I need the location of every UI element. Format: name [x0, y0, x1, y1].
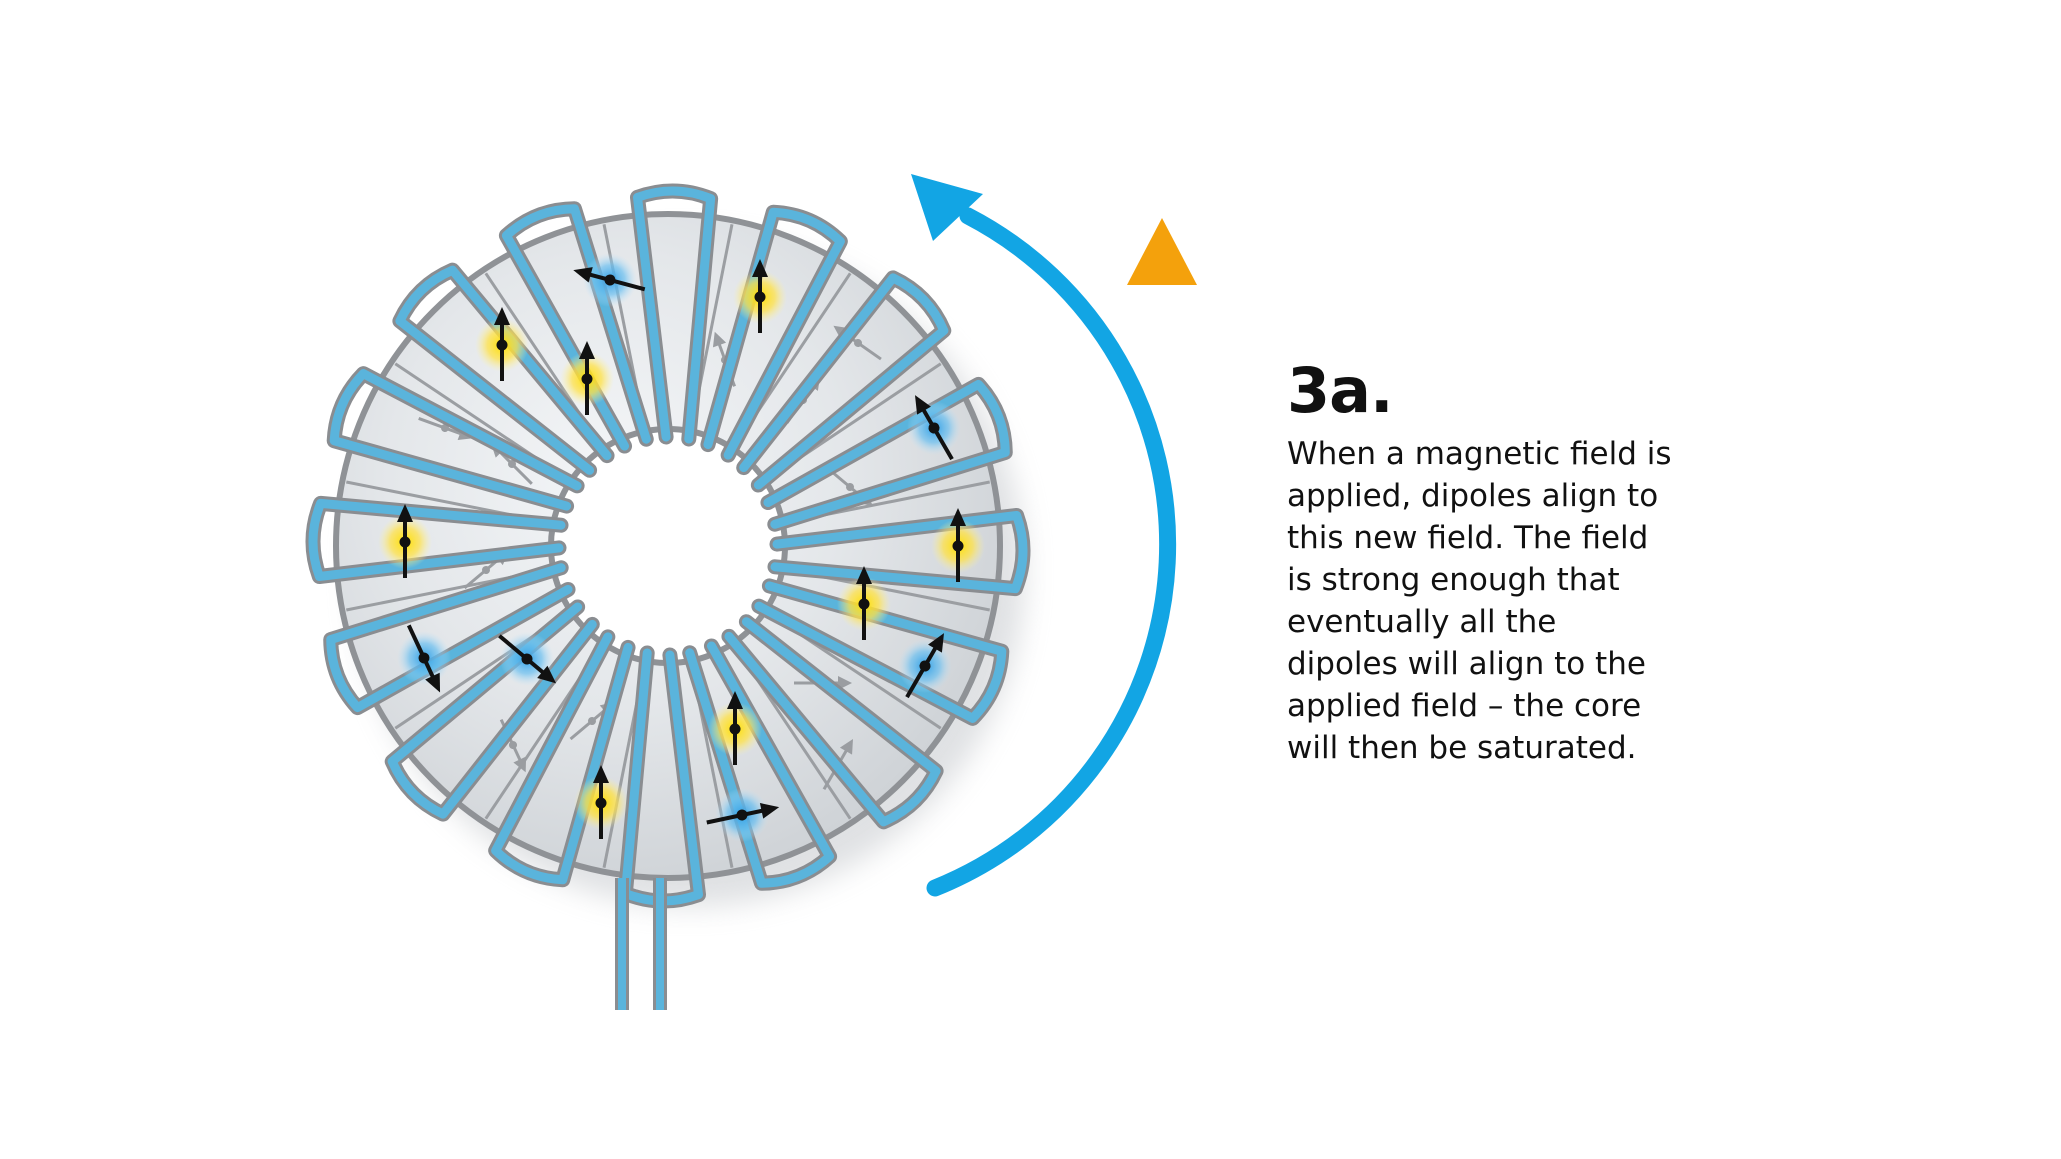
caption-line: this new field. The field [1287, 520, 1649, 556]
coil-turn [739, 273, 949, 490]
caption-line: applied, dipoles align to [1287, 478, 1659, 514]
coil-turn [703, 207, 845, 460]
caption-title: 3a. [1287, 354, 1394, 427]
dipole-arrow [727, 691, 743, 765]
coil-turn [491, 632, 633, 885]
dipole-arrow [498, 634, 557, 684]
coil-turn [770, 510, 1028, 594]
caption: 3a. When a magnetic field is applied, di… [1287, 355, 1747, 769]
coil-turn [685, 641, 835, 888]
coil-turn [387, 602, 597, 819]
magnetic-dipoles [378, 253, 985, 842]
coil-turn [329, 369, 582, 511]
toroid-core [333, 211, 1003, 881]
dipole-arrow [494, 307, 510, 381]
dipole-arrow [905, 633, 944, 699]
caption-line: When a magnetic field is [1287, 436, 1672, 472]
caption-line: eventually all the [1287, 604, 1557, 640]
dipole-arrow [706, 803, 780, 825]
coil-turn [308, 498, 566, 582]
coil-turn [632, 186, 716, 444]
coil-turn [724, 617, 941, 827]
coil-turn [763, 379, 1010, 529]
coil-windings [305, 183, 1031, 909]
coil-lead-wires [615, 878, 667, 1010]
caption-line: will then be saturated. [1287, 730, 1637, 766]
dipole-arrow [573, 267, 646, 292]
coil-turn [326, 563, 573, 713]
caption-body: When a magnetic field is applied, dipole… [1287, 433, 1747, 769]
coil-turn [754, 581, 1007, 723]
dipole-arrow [579, 341, 595, 415]
dipole-arrow [406, 624, 441, 693]
up-arrow-icon [1127, 218, 1197, 870]
dipole-arrow [593, 765, 609, 839]
coil-turn [501, 204, 651, 451]
caption-line: is strong enough that [1287, 562, 1620, 598]
dipole-arrow [950, 508, 966, 582]
dipole-arrow [915, 395, 954, 461]
dipole-arrow [856, 566, 872, 640]
caption-line: applied field – the core [1287, 688, 1642, 724]
caption-line: dipoles will align to the [1287, 646, 1646, 682]
coil-turn [395, 265, 612, 475]
dipole-arrow [397, 504, 413, 578]
dipole-arrow [752, 259, 768, 333]
